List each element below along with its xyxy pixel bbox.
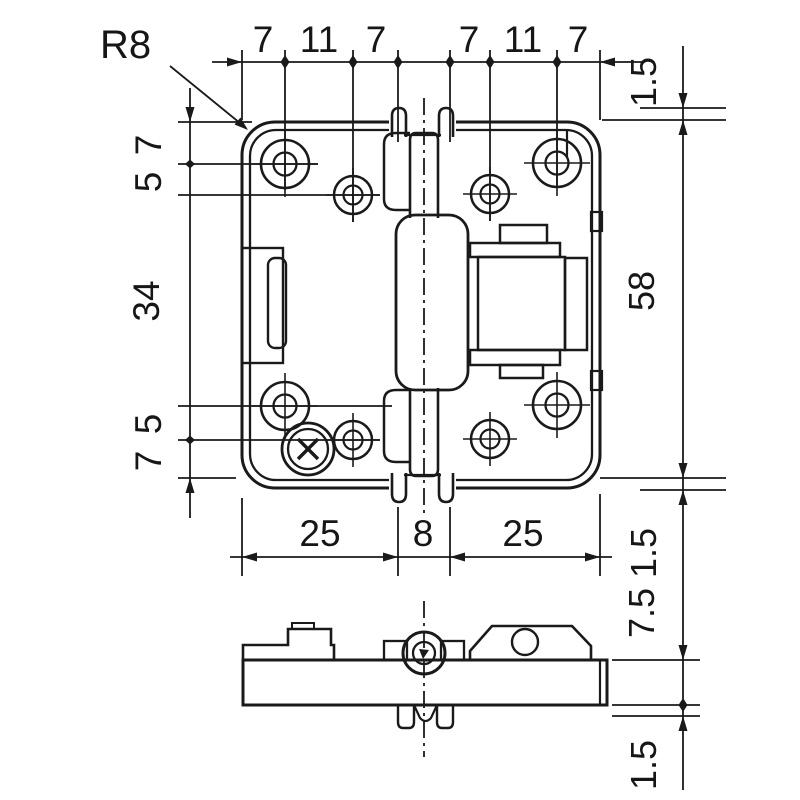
- side-wing-right: [439, 639, 466, 662]
- dim-bottom-2: 8: [413, 513, 434, 554]
- side-leg-right: [435, 705, 455, 730]
- side-wing-left: [382, 639, 409, 662]
- right-edge-notch-bottom: [589, 369, 604, 392]
- dimension-labels: R8 7 11 7 7 11 7 7 5 34 5 7 25 8 25 1.5 …: [100, 19, 664, 790]
- bottom-notch-cover: [389, 468, 456, 504]
- side-leg-vee: [413, 704, 438, 723]
- screw-head-x: [280, 421, 336, 477]
- dim-right-4: 7.5: [621, 588, 662, 638]
- knuckle-tab-bottom: [382, 388, 410, 464]
- top-hook-left: [390, 106, 408, 137]
- knuckle-curl: [394, 213, 470, 392]
- top-hook-right: [437, 106, 455, 137]
- dim-top-2: 11: [300, 19, 338, 60]
- dim-bottom-1: 25: [299, 513, 340, 554]
- bottom-hook-right: [437, 473, 455, 504]
- side-view: [241, 622, 609, 730]
- right-edge-notch-top: [589, 210, 604, 233]
- top-notch-cover: [389, 106, 456, 142]
- dim-top-3: 7: [366, 19, 387, 60]
- side-right-block: [468, 624, 593, 662]
- hole-inner-bottom-right: [463, 412, 517, 466]
- dim-left-3: 34: [126, 280, 167, 321]
- side-bar: [241, 658, 609, 707]
- left-slot-block: [240, 246, 285, 365]
- dim-left-1: 7: [128, 135, 169, 156]
- latch-block: [468, 223, 589, 380]
- latch-bar-bottom: [468, 348, 562, 367]
- screw-holes-outer: [252, 130, 590, 439]
- dimension-lines: [169, 46, 726, 790]
- dim-right-2: 58: [621, 271, 662, 311]
- latch-side: [563, 256, 589, 352]
- side-left-step: [241, 627, 336, 660]
- plan-view: [240, 106, 604, 504]
- latch-body: [476, 255, 567, 352]
- hole-bottom-right: [524, 372, 590, 438]
- dim-right-5: 1.5: [623, 740, 664, 790]
- dim-top-5: 11: [504, 19, 542, 60]
- radius-label: R8: [100, 23, 151, 67]
- dim-top-1: 7: [253, 19, 274, 60]
- bottom-hook-left: [390, 473, 408, 504]
- side-right-block-hole: [510, 627, 540, 657]
- dim-bottom-3: 25: [502, 513, 543, 554]
- knuckle-strip-top: [408, 131, 440, 218]
- dim-right-1: 1.5: [623, 57, 664, 107]
- latch-tab-top: [498, 223, 549, 245]
- screw-holes-inner: [326, 167, 517, 467]
- side-leg-left: [396, 705, 416, 730]
- dim-left-2: 5: [128, 172, 169, 193]
- knuckle-tab-top: [382, 131, 410, 212]
- left-slot: [266, 256, 288, 350]
- dim-top-4: 7: [459, 19, 480, 60]
- dim-top-6: 7: [568, 19, 589, 60]
- knuckle-strip-bottom: [408, 388, 440, 478]
- side-left-lip: [291, 622, 315, 630]
- dim-left-5: 7: [128, 451, 169, 472]
- dim-right-3: 1.5: [623, 528, 664, 578]
- latch-bar-top: [468, 241, 562, 259]
- dim-left-4: 5: [128, 414, 169, 435]
- latch-tab-bottom: [498, 363, 545, 380]
